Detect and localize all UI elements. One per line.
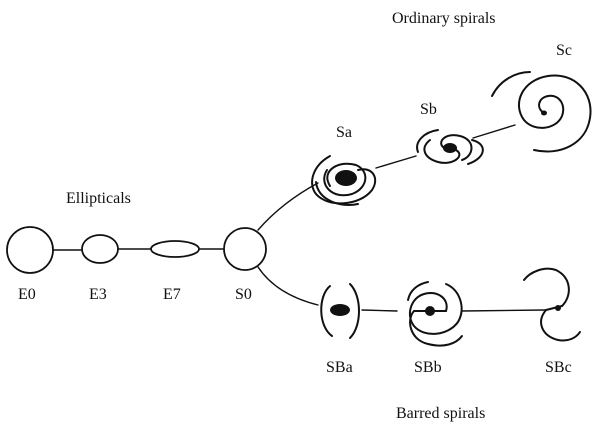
- galaxy-e0-shape: [6, 226, 54, 274]
- connector-sbb-sbc: [461, 309, 546, 312]
- galaxy-sb-core: [443, 143, 457, 153]
- galaxy-label-e7: E7: [163, 286, 181, 303]
- group-label-ellipticals: Ellipticals: [66, 190, 131, 207]
- galaxy-e3-shape: [81, 234, 119, 264]
- connector-s0-sba: [257, 266, 319, 306]
- galaxy-sba-shape: [320, 283, 360, 339]
- galaxy-label-sba: SBa: [326, 359, 353, 376]
- galaxy-s0-shape: [223, 227, 267, 271]
- galaxy-label-e3: E3: [89, 286, 107, 303]
- group-label-ordinary-spirals: Ordinary spirals: [392, 10, 496, 27]
- galaxy-sbc-shape: [523, 267, 581, 342]
- galaxy-label-sbc: SBc: [545, 359, 572, 376]
- galaxy-label-e0: E0: [18, 286, 36, 303]
- connector-sa-sb: [375, 155, 417, 169]
- galaxy-e7-shape: [150, 240, 200, 258]
- galaxy-label-sa: Sa: [336, 124, 352, 141]
- galaxy-sbb-shape: [407, 281, 463, 347]
- galaxy-sa-core: [335, 170, 357, 186]
- galaxy-sb-shape: [416, 129, 484, 165]
- galaxy-label-sb: Sb: [420, 101, 437, 118]
- connector-lines: [52, 124, 546, 312]
- connector-sba-sbb: [361, 309, 398, 312]
- galaxy-sba-bar: [330, 304, 350, 316]
- galaxy-sc-shape: [491, 71, 592, 153]
- galaxy-sa-shape: [311, 155, 377, 206]
- galaxy-label-sc: Sc: [556, 42, 572, 59]
- galaxy-sbc-bar: [545, 305, 563, 311]
- connector-s0-sa: [257, 182, 319, 231]
- group-label-barred-spirals: Barred spirals: [396, 405, 485, 422]
- galaxy-label-sbb: SBb: [414, 359, 442, 376]
- connector-sb-sc: [472, 124, 516, 139]
- galaxy-label-s0: S0: [235, 286, 252, 303]
